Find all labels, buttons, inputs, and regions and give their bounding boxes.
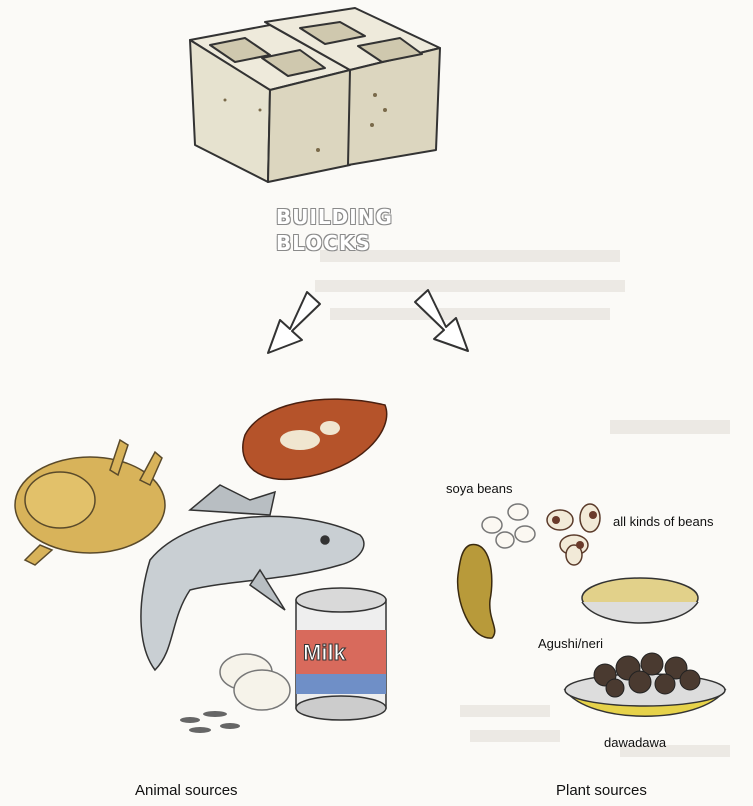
plant-sources-label: Plant sources [556, 782, 647, 799]
animal-sources-label: Animal sources [135, 782, 238, 799]
all-kinds-of-beans-label: all kinds of beans [613, 514, 713, 529]
agushi-neri-label: Agushi/neri [538, 636, 603, 651]
dawadawa-label: dawadawa [604, 735, 666, 750]
soya-beans-label: soya beans [446, 481, 513, 496]
